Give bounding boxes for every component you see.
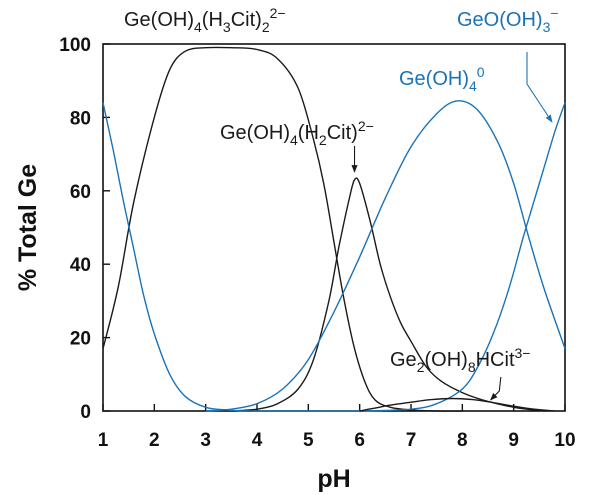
- series-lines: [102, 46, 566, 412]
- x-tick-label: 5: [303, 430, 314, 451]
- y-tick-label: 20: [70, 329, 91, 350]
- arrow-geo-oh3: [526, 52, 553, 123]
- series-line-ge-oh4-h2cit: [231, 177, 545, 412]
- series-label-ge2-oh8-hcit: Ge2(OH)8HCit3−: [390, 345, 530, 375]
- x-tick-label: 10: [554, 430, 575, 451]
- label-arrows: [351, 52, 553, 401]
- series-label-ge-oh4-neutral: Ge(OH)40: [399, 64, 485, 94]
- x-tick-label: 3: [200, 430, 211, 451]
- x-tick-label: 1: [98, 430, 109, 451]
- arrow-ge2-oh8-hcit: [490, 376, 502, 401]
- x-tick-label: 2: [149, 430, 160, 451]
- y-tick-label: 0: [80, 402, 91, 423]
- y-tick-label: 100: [59, 35, 91, 56]
- x-tick-label: 4: [252, 430, 263, 451]
- x-tick-label: 7: [406, 430, 417, 451]
- series-label-ge-oh4-h3cit2: Ge(OH)4(H3Cit)22−: [124, 5, 286, 35]
- series-line-ge2-oh8-hcit: [359, 397, 555, 412]
- y-axis-title: % Total Ge: [14, 164, 42, 291]
- series-label-ge-oh4-h2cit: Ge(OH)4(H2Cit)2−: [220, 118, 374, 148]
- series-label-geo-oh3: GeO(OH)3−: [457, 5, 559, 35]
- x-tick-label: 8: [457, 430, 468, 451]
- x-axis-title: pH: [317, 465, 350, 493]
- series-line-geo-oh3: [102, 102, 566, 412]
- y-tick-label: 80: [70, 108, 91, 129]
- series-line-ge-oh4-neutral: [205, 100, 566, 412]
- x-tick-label: 6: [354, 430, 365, 451]
- x-tick-label: 9: [508, 430, 519, 451]
- series-line-ge-oh4-h3cit2: [102, 46, 463, 412]
- y-tick-label: 40: [70, 255, 91, 276]
- y-tick-label: 60: [70, 182, 91, 203]
- series-labels: Ge(OH)4(H3Cit)22− Ge(OH)4(H2Cit)2− Ge(OH)4…: [124, 5, 559, 375]
